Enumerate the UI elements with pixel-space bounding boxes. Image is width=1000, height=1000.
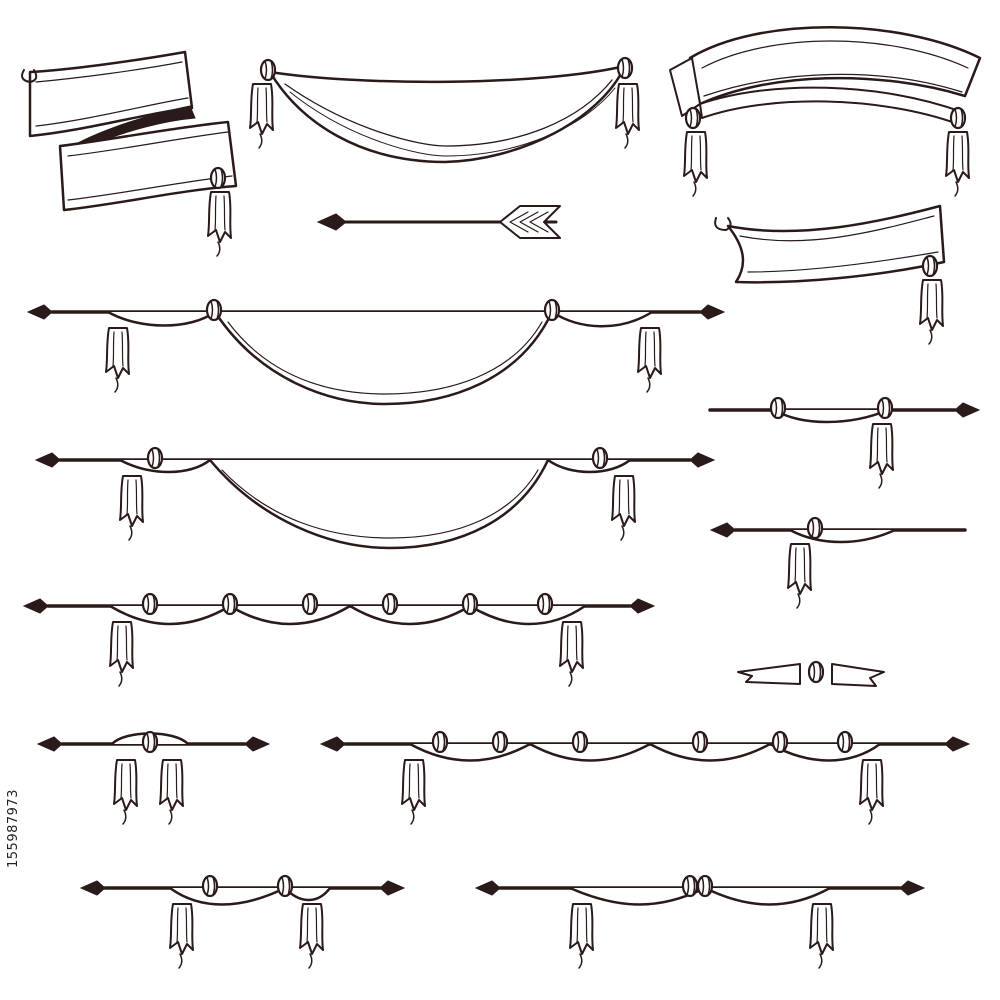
arrow: [316, 205, 561, 239]
rod-swag-large-1: [26, 298, 726, 406]
rod-double-swag-left: [79, 874, 406, 969]
bow-tie-small: [737, 660, 885, 687]
rod-twisted-1: [22, 592, 656, 687]
arched-banner: [669, 26, 982, 197]
rod-short-right-1: [708, 396, 981, 489]
rod-swag-large-2: [34, 446, 716, 550]
scroll-banner-small: [714, 204, 946, 345]
rod-short-right-2: [709, 516, 967, 609]
stock-id-text: 155987973: [6, 789, 21, 868]
rod-knot-center: [36, 730, 271, 825]
rod-twisted-2: [319, 730, 971, 825]
rod-double-swag-right: [474, 874, 926, 969]
swag-banner-top: [249, 56, 640, 164]
scroll-banner-double: [21, 50, 238, 257]
